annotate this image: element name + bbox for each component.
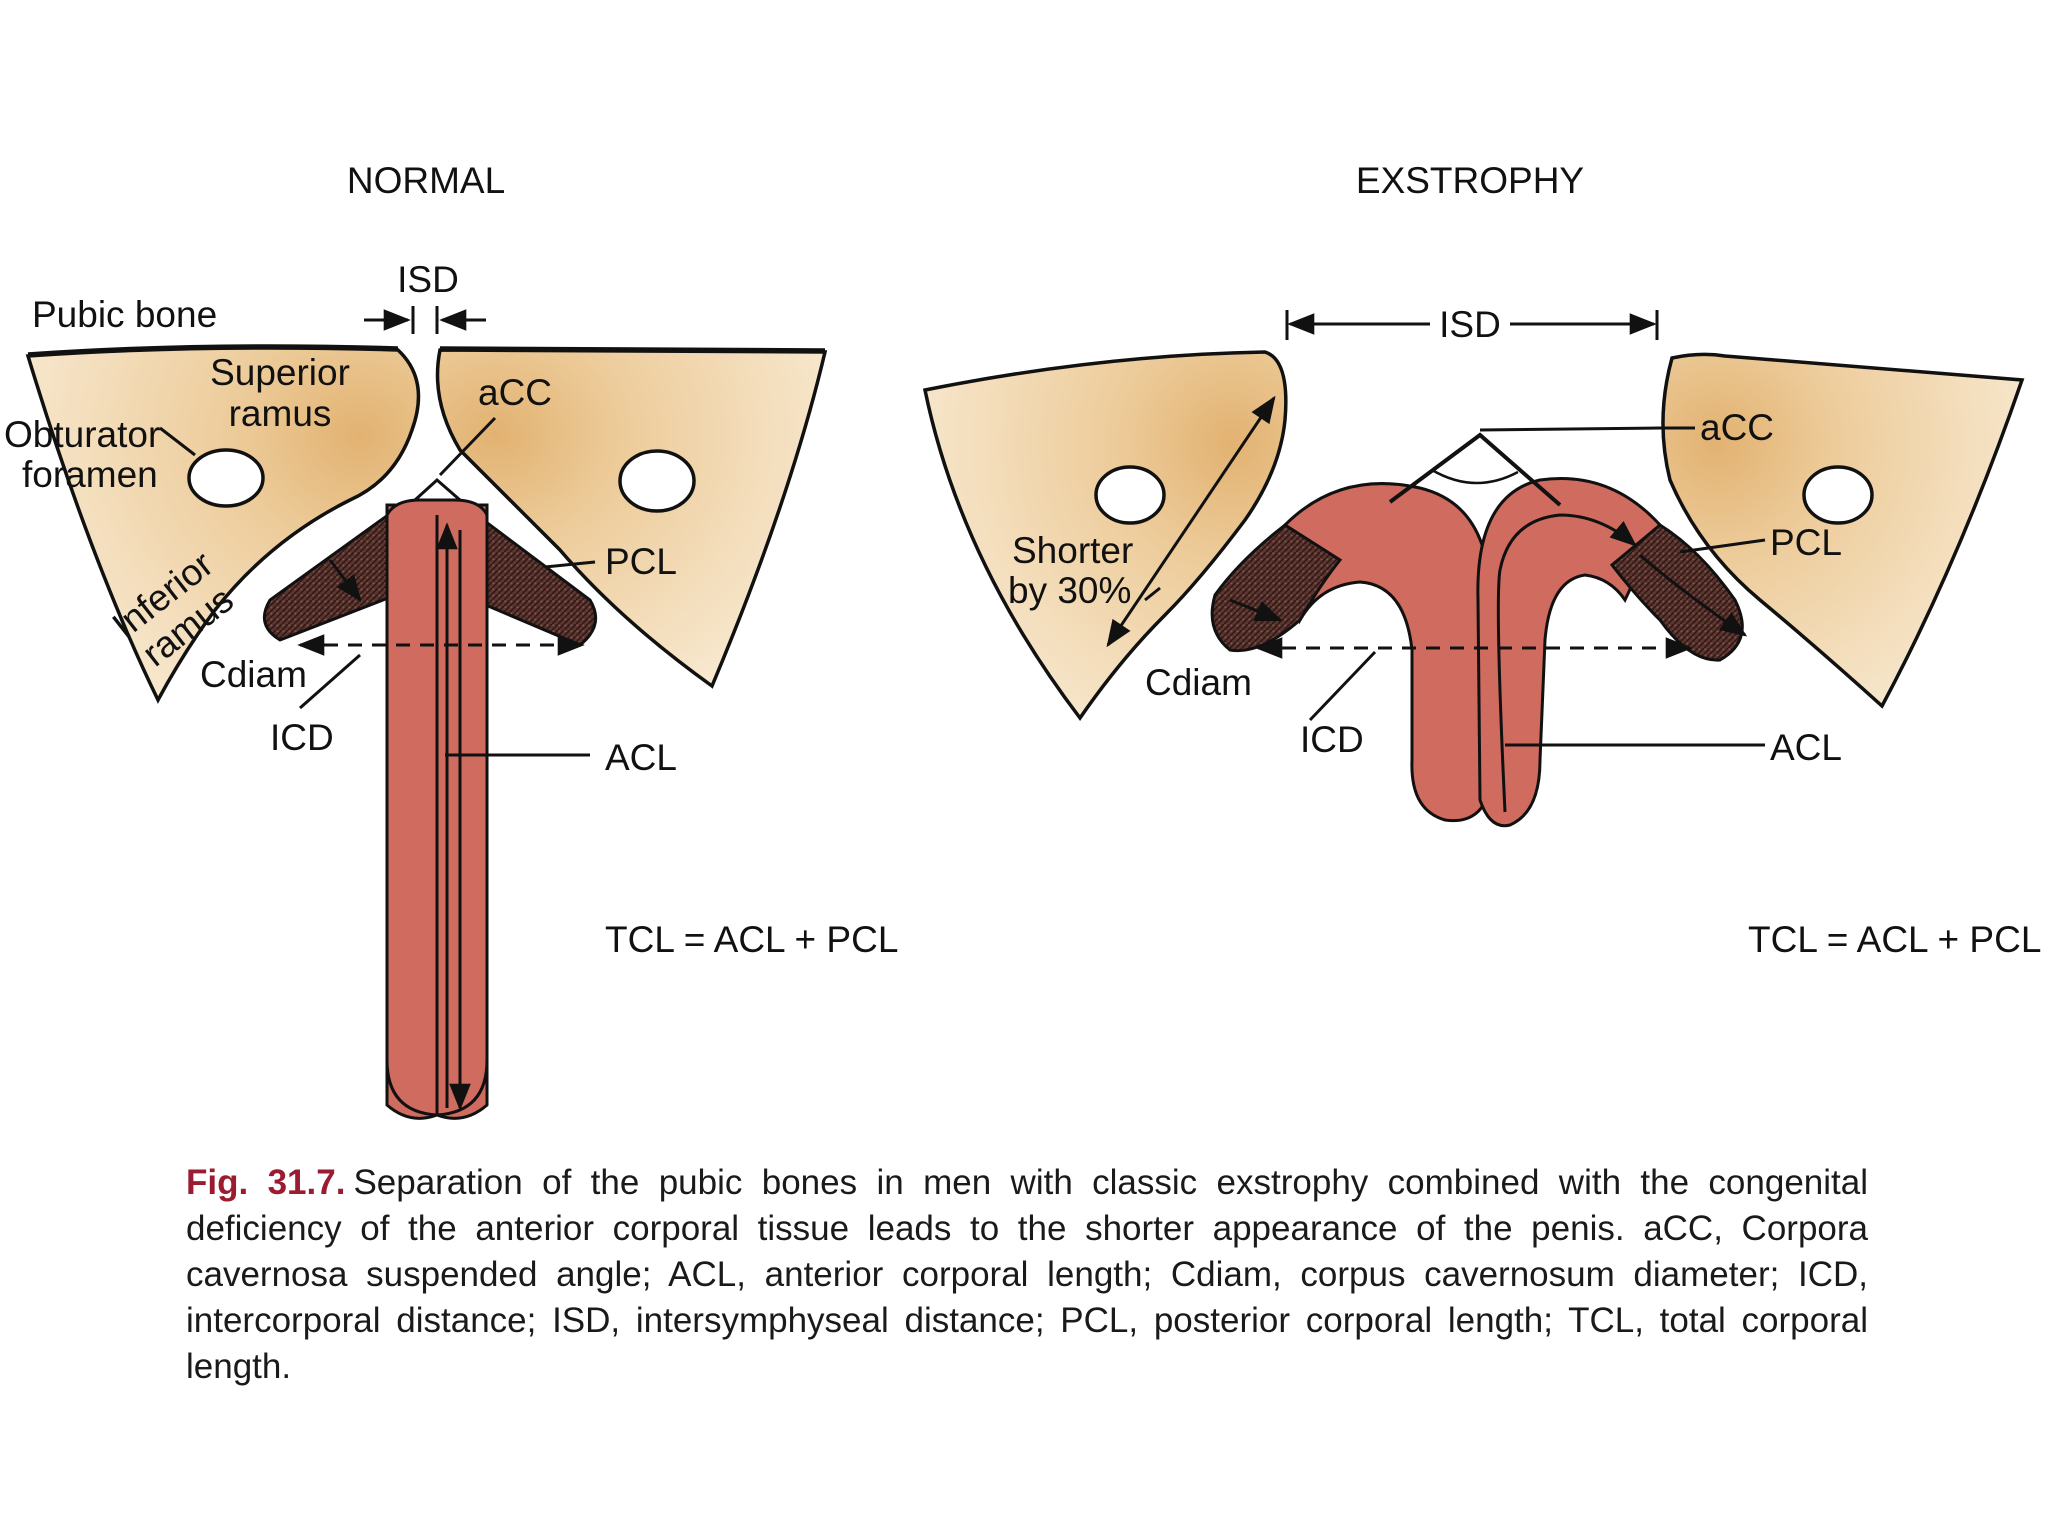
normal-pubic-bone-label: Pubic bone xyxy=(32,294,217,335)
normal-left-corpus xyxy=(385,503,439,1120)
svg-text:by 30%: by 30% xyxy=(1008,570,1131,611)
exstrophy-cdiam-label: Cdiam xyxy=(1145,662,1252,703)
exstrophy-left-obturator-foramen xyxy=(1094,465,1166,525)
figure-number: Fig. 31.7. xyxy=(186,1163,346,1202)
exstrophy-left-corpus xyxy=(1283,482,1492,823)
exstrophy-acc-label: aCC xyxy=(1700,407,1774,448)
normal-cdiam-label: Cdiam xyxy=(200,654,307,695)
svg-text:foramen: foramen xyxy=(22,454,158,495)
normal-right-corpus xyxy=(435,503,489,1120)
exstrophy-shorter-label: Shorter xyxy=(1012,530,1133,571)
normal-obturator-label: Obturator xyxy=(4,414,160,455)
exstrophy-title: EXSTROPHY xyxy=(1356,160,1584,201)
exstrophy-panel: EXSTROPHY ISD xyxy=(922,160,2041,960)
caption-text: Separation of the pubic bones in men wit… xyxy=(186,1163,1868,1386)
svg-text:ramus: ramus xyxy=(229,393,332,434)
normal-acc-angle xyxy=(413,477,461,502)
exstrophy-acl-label: ACL xyxy=(1770,727,1842,768)
normal-pcl-label: PCL xyxy=(605,541,677,582)
exstrophy-tcl-formula: TCL = ACL + PCL xyxy=(1748,919,2041,960)
normal-superior-ramus-label: Superior xyxy=(210,352,350,393)
normal-left-pubic-bone xyxy=(25,346,421,704)
normal-icd-label: ICD xyxy=(270,717,334,758)
normal-pubic-bone-line xyxy=(27,344,399,356)
normal-right-pubic-bone xyxy=(435,348,828,689)
figure-caption: Fig. 31.7.Separation of the pubic bones … xyxy=(186,1160,1868,1390)
exstrophy-right-pubic-bone xyxy=(1661,352,2025,709)
exstrophy-isd-label: ISD xyxy=(1439,304,1501,345)
exstrophy-icd-label: ICD xyxy=(1300,719,1364,760)
normal-right-obturator-foramen xyxy=(618,449,696,513)
exstrophy-pcl-label: PCL xyxy=(1770,522,1842,563)
normal-left-crus xyxy=(262,506,397,642)
normal-panel: NORMAL ISD xyxy=(4,160,898,1120)
normal-acc-label: aCC xyxy=(478,372,552,413)
normal-isd-label: ISD xyxy=(397,259,459,300)
exstrophy-right-corpus xyxy=(1476,476,1662,828)
normal-title: NORMAL xyxy=(347,160,505,201)
exstrophy-right-obturator-foramen xyxy=(1802,465,1874,525)
normal-left-obturator-foramen xyxy=(187,448,265,508)
normal-tcl-formula: TCL = ACL + PCL xyxy=(605,919,898,960)
exstrophy-acc-angle xyxy=(1388,432,1562,507)
normal-acl-label: ACL xyxy=(605,737,677,778)
